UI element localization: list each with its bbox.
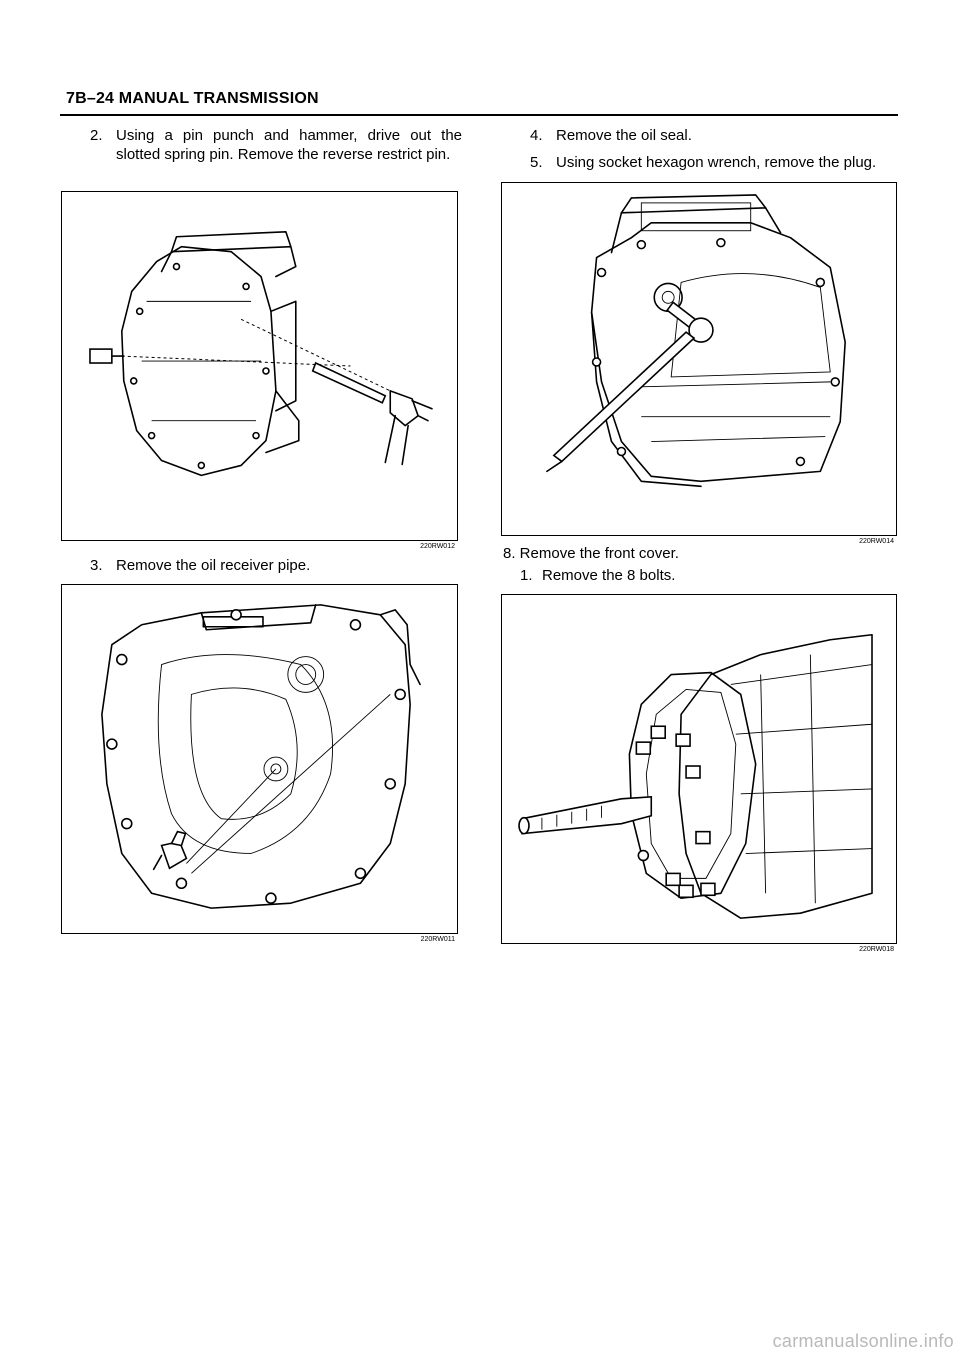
step-5-text: Using socket hexagon wrench, remove the … — [556, 154, 877, 171]
watermark: carmanualsonline.info — [772, 1331, 954, 1351]
figure-id: 220RW011 — [420, 936, 455, 943]
step-2-number: 2. — [90, 127, 103, 144]
figure-plug-removal: 220RW014 — [501, 182, 897, 545]
figure-id: 220RW012 — [420, 543, 455, 550]
page-header: 7B–24 MANUAL TRANSMISSION — [66, 90, 319, 107]
figure-id: 220RW018 — [859, 946, 894, 953]
figure-oil-receiver-pipe: 220RW011 — [61, 584, 458, 943]
header-rule — [60, 114, 898, 116]
step-8-text: 8. Remove the front cover. — [503, 545, 679, 562]
step-3-text: Remove the oil receiver pipe. — [116, 557, 311, 574]
step-4-number: 4. — [530, 127, 543, 144]
step-8-1-text: Remove the 8 bolts. — [542, 567, 676, 584]
step-3: 3. Remove the oil receiver pipe. — [90, 556, 462, 575]
step-5: 5. Using socket hexagon wrench, remove th… — [530, 153, 902, 172]
figure-slotted-pin-removal: 220RW012 — [61, 191, 458, 550]
front-cover-bolts-illustration — [518, 633, 873, 919]
step-8: 8. Remove the front cover. — [503, 544, 875, 563]
step-4: 4. Remove the oil seal. — [530, 126, 902, 145]
step-5-number: 5. — [530, 154, 543, 171]
figure-front-cover-bolts: 220RW018 — [501, 594, 897, 953]
step-3-number: 3. — [90, 557, 103, 574]
step-8-1: 1. Remove the 8 bolts. — [520, 566, 892, 585]
front-case-oil-pipe-illustration — [101, 604, 421, 909]
bolt-group — [635, 725, 716, 899]
step-2-text: Using a pin punch and hammer, drive out … — [116, 127, 462, 163]
transmission-case-wrench-illustration — [546, 194, 846, 488]
transmission-case-pin-illustration — [89, 230, 433, 477]
figure-id: 220RW014 — [859, 538, 894, 545]
step-8-1-number: 1. — [520, 567, 533, 584]
step-4-text: Remove the oil seal. — [556, 127, 692, 144]
step-2: 2. Using a pin punch and hammer, drive o… — [90, 126, 462, 164]
